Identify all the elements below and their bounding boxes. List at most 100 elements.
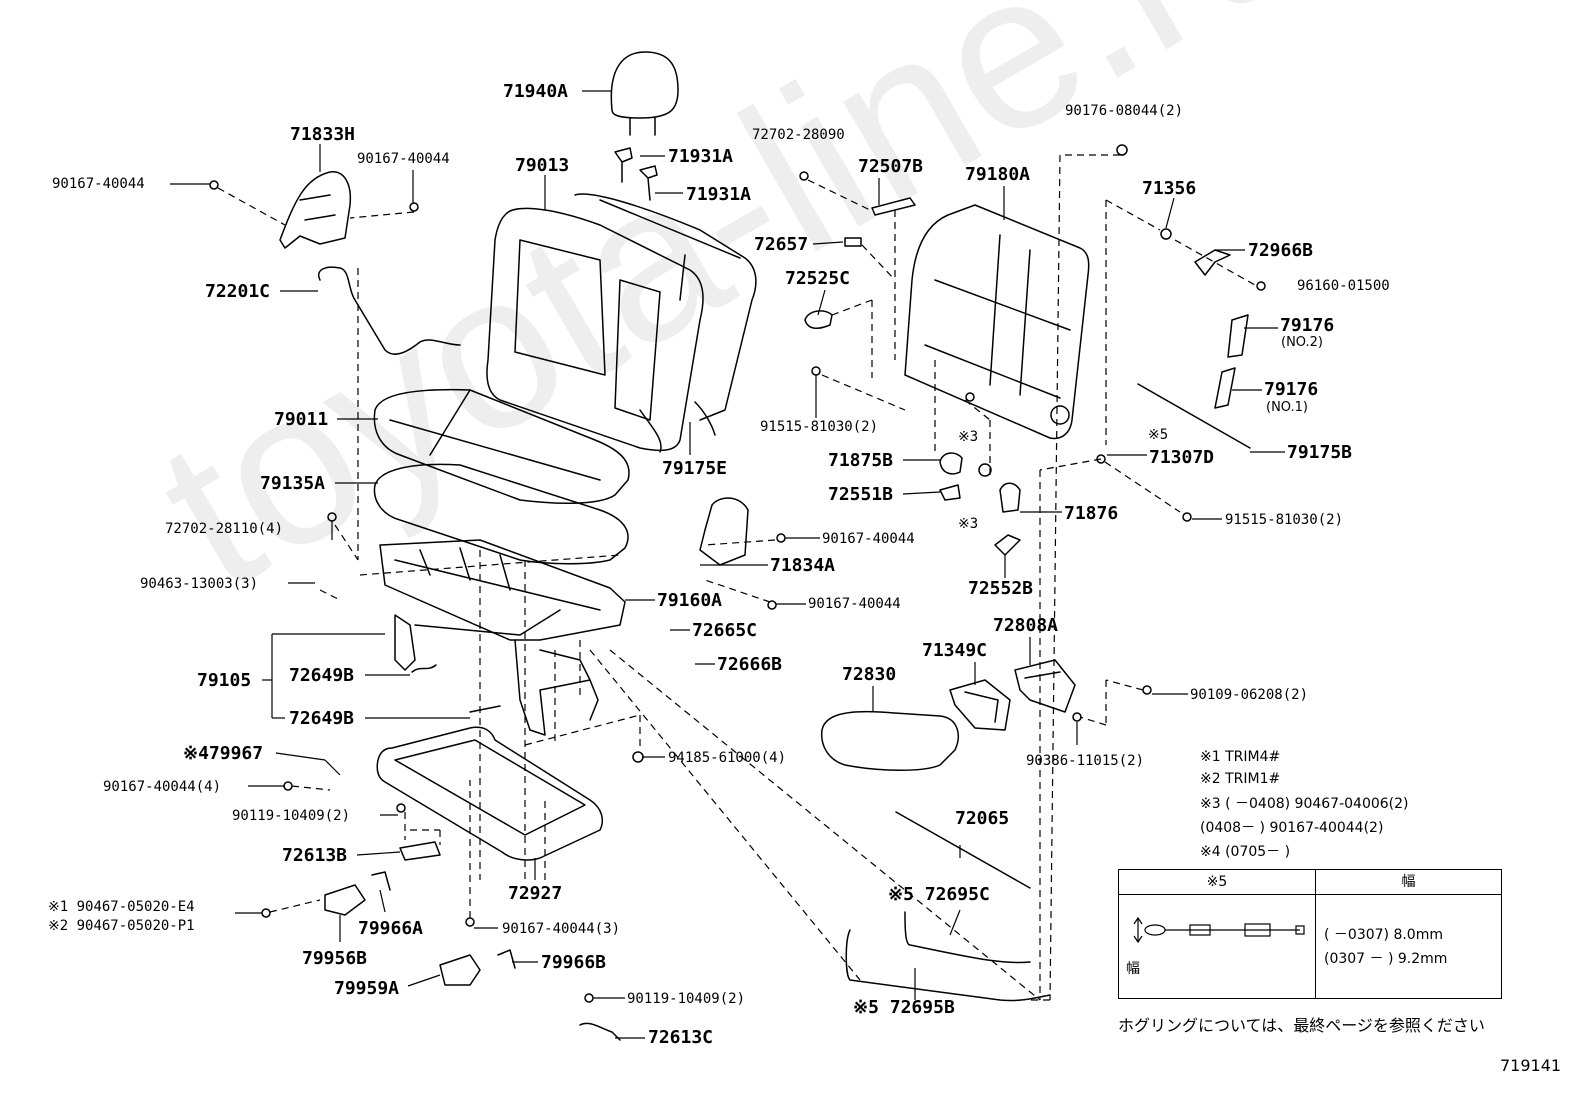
- part-label-90167-40044: 90167-40044: [822, 531, 915, 547]
- part-label-90463-13003: 90463-13003(3): [140, 576, 259, 592]
- part-label-72666b: 72666B: [717, 654, 783, 675]
- part-label-72702-28090: 72702-28090: [752, 127, 845, 143]
- part-label-71931a: 71931A: [686, 184, 752, 205]
- part-label-90386-11015: 90386-11015(2): [1026, 753, 1145, 769]
- part-label-72695b: ※5 72695B: [853, 997, 955, 1018]
- lever-72507b-drawing: [871, 197, 916, 216]
- part-label-72507b: 72507B: [858, 156, 924, 177]
- part-label-79105: 79105: [197, 670, 252, 691]
- part-label-79966b: 79966B: [541, 952, 607, 973]
- part-label-79180a: 79180A: [965, 164, 1031, 185]
- part-label-90109-06208: 90109-06208(2): [1190, 687, 1309, 703]
- small-parts-drawing: [324, 841, 621, 1041]
- table-header-note5: ※5: [1119, 870, 1315, 895]
- wire-72201c-drawing: [318, 266, 461, 355]
- part-label-72065: 72065: [955, 808, 1010, 829]
- note-3a: ※3 ( －0408) 90467-04006(2): [1200, 796, 1409, 812]
- part-label-note3: ※3: [958, 516, 979, 532]
- part-label-90467-05020-e4: ※1 90467-05020-E4: [48, 899, 195, 915]
- part-label-71876: 71876: [1064, 503, 1119, 524]
- clip-72525c-drawing: [804, 310, 833, 330]
- part-label-79135a: 79135A: [260, 473, 326, 494]
- part-label-71940a: 71940A: [503, 81, 569, 102]
- part-label-71833h: 71833H: [290, 124, 356, 145]
- part-label-72552b: 72552B: [968, 578, 1034, 599]
- part-label-79959a: 79959A: [334, 978, 400, 999]
- seatback-frame-drawing: [904, 204, 1090, 440]
- part-label-79176-no1: 79176: [1264, 379, 1319, 400]
- part-label-72649b: 72649B: [289, 708, 355, 729]
- part-label-72613c: 72613C: [648, 1027, 714, 1048]
- rod-72065-drawing: [895, 811, 1031, 889]
- part-label-72657: 72657: [754, 234, 809, 255]
- note-2: ※2 TRIM1#: [1200, 771, 1281, 787]
- part-label-72695c: ※5 72695C: [888, 884, 990, 905]
- width-label: 幅: [1126, 961, 1140, 977]
- cushion-pad-drawing: [373, 463, 629, 565]
- cover-71834a-drawing: [699, 497, 749, 566]
- part-label-90167-40044: 90167-40044: [52, 176, 145, 192]
- note-4: ※4 (0705－ ): [1200, 844, 1291, 860]
- part-72657-drawing: [844, 237, 862, 247]
- part-label-90167-40044: 90167-40044: [808, 596, 901, 612]
- part-sublabel-no2: (NO.2): [1281, 335, 1323, 350]
- part-label-72830: 72830: [842, 664, 897, 685]
- note-3b: (0408－ ) 90167-40044(2): [1200, 820, 1384, 836]
- footnote: ホグリングについては、最終ページを参照ください: [1118, 1016, 1485, 1035]
- note-1: ※1 TRIM4#: [1200, 749, 1281, 765]
- part-label-91515-81030: 91515-81030(2): [1225, 512, 1344, 528]
- headrest-drawing: [610, 51, 679, 136]
- cable-width-icon: [1133, 916, 1305, 944]
- part-label-94185-61000: 94185-61000(4): [668, 750, 787, 766]
- cable-72695c-drawing: [904, 911, 1031, 964]
- armrest-drawing: [820, 710, 959, 771]
- cover-79176-no2-drawing: [1227, 314, 1249, 358]
- part-sublabel-no1: (NO.1): [1266, 400, 1308, 415]
- bracket-72966b-drawing: [1160, 228, 1266, 291]
- part-label-72201c: 72201C: [205, 281, 271, 302]
- part-label-71356: 71356: [1142, 178, 1197, 199]
- clip-drawing: [939, 392, 1021, 556]
- part-label-79175b: 79175B: [1287, 442, 1353, 463]
- part-label-72613b: 72613B: [282, 845, 348, 866]
- part-label-72551b: 72551B: [828, 484, 894, 505]
- part-label-72649b: 72649B: [289, 665, 355, 686]
- part-label-79176-no2: 79176: [1280, 315, 1335, 336]
- seat-cushion-drawing: [373, 388, 630, 505]
- part-label-79967: ※479967: [183, 743, 264, 764]
- part-label-90176-08044: 90176-08044(2): [1065, 103, 1184, 119]
- part-label-79966a: 79966A: [358, 918, 424, 939]
- part-label-79011: 79011: [274, 409, 329, 430]
- tray-drawing: [376, 726, 603, 861]
- part-label-71875b: 71875B: [828, 450, 894, 471]
- table-header-width: 幅: [1316, 870, 1501, 895]
- part-label-90167-40044: 90167-40044(3): [502, 921, 621, 937]
- table-divider: [1315, 870, 1316, 998]
- part-label-71931a: 71931A: [668, 146, 734, 167]
- part-label-note5: ※5: [1148, 427, 1169, 443]
- part-label-79160a: 79160A: [657, 590, 723, 611]
- part-label-71349c: 71349C: [922, 640, 988, 661]
- part-label-72808a: 72808A: [993, 615, 1059, 636]
- cable-72695b-drawing: [845, 929, 1051, 1002]
- part-label-90467-05020-p1: ※2 90467-05020-P1: [48, 918, 195, 934]
- part-label-91515-81030: 91515-81030(2): [760, 419, 879, 435]
- cupholder-drawing: [949, 659, 1076, 731]
- part-label-note3: ※3: [958, 429, 979, 445]
- part-label-72665c: 72665C: [692, 620, 758, 641]
- part-label-79175e: 79175E: [662, 458, 728, 479]
- table-row-1: ( －0307) 8.0mm: [1324, 927, 1443, 943]
- part-label-72702-28110: 72702-28110(4): [165, 521, 284, 537]
- part-label-72966b: 72966B: [1248, 240, 1314, 261]
- cover-79176-no1-drawing: [1214, 367, 1236, 409]
- figure-number: 719141: [1500, 1056, 1562, 1075]
- part-label-71307d: 71307D: [1149, 447, 1215, 468]
- part-label-90119-10409: 90119-10409(2): [232, 808, 351, 824]
- seat-frame-drawing: [379, 539, 626, 671]
- part-label-90167-40044: 90167-40044(4): [103, 779, 222, 795]
- part-label-90167-40044: 90167-40044: [357, 151, 450, 167]
- part-label-90119-10409: 90119-10409(2): [627, 991, 746, 1007]
- part-label-96160-01500: 96160-01500: [1297, 278, 1390, 294]
